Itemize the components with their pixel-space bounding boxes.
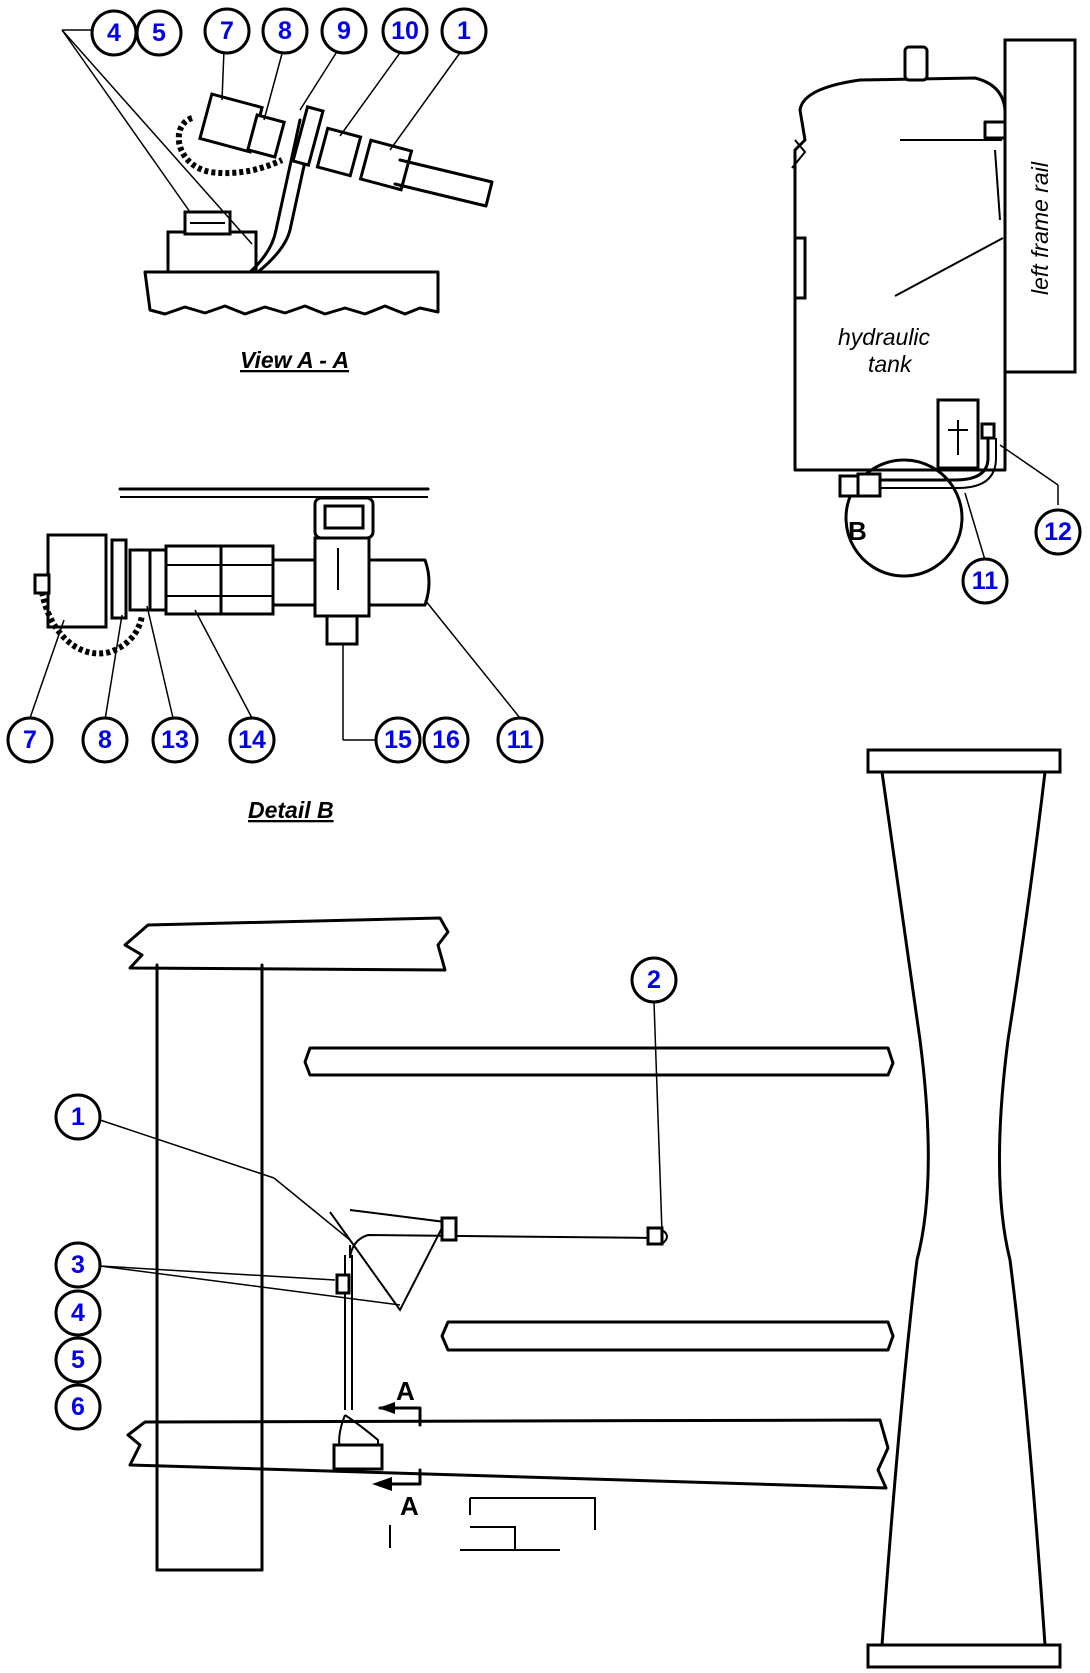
callout-5-main: 5 [54,1336,102,1384]
svg-text:1: 1 [457,17,471,45]
svg-text:10: 10 [391,17,419,45]
svg-text:9: 9 [337,17,351,45]
callout-2-main: 2 [630,956,678,1004]
hydraulic-tank-drawing [791,38,1077,578]
svg-text:1: 1 [71,1103,85,1131]
section-a-marker-bottom: A [400,1491,419,1521]
callout-12-tank: 12 [1034,508,1082,556]
callout-7-view-aa: 7 [203,7,251,55]
callout-7-detail-b: 7 [6,716,54,764]
callout-8-view-aa: 8 [261,7,309,55]
svg-text:15: 15 [384,726,412,754]
svg-text:14: 14 [238,726,266,754]
svg-text:5: 5 [71,1346,85,1374]
callout-15-detail-b: 15 [374,716,422,764]
svg-text:8: 8 [278,17,292,45]
svg-text:3: 3 [71,1251,85,1279]
view-aa-drawing [61,29,494,316]
main-assembly-drawing [99,748,1062,1669]
view-aa-caption: View A - A [240,347,349,373]
svg-text:11: 11 [507,726,534,754]
section-a-marker-top: A [396,1376,415,1406]
svg-text:16: 16 [432,726,460,754]
svg-text:12: 12 [1044,518,1072,546]
callout-1-view-aa: 1 [440,7,488,55]
svg-text:7: 7 [220,17,234,45]
detail-b-caption: Detail B [248,797,334,823]
hydraulic-tank-label-line1: hydraulic [838,324,931,350]
svg-text:5: 5 [152,19,166,47]
callout-9-view-aa: 9 [320,7,368,55]
frame-rail-label: left frame rail [1027,161,1053,295]
detail-b-drawing [29,487,521,741]
callout-6-main: 6 [54,1383,102,1431]
svg-text:2: 2 [647,966,661,994]
callout-16-detail-b: 16 [422,716,470,764]
svg-text:7: 7 [23,726,37,754]
svg-text:4: 4 [107,19,121,47]
callout-11-detail-b: 11 [496,716,544,764]
svg-text:4: 4 [71,1299,85,1327]
callout-14-detail-b: 14 [228,716,276,764]
svg-text:6: 6 [71,1393,85,1421]
callout-5-view-aa: 5 [135,9,183,57]
callout-10-view-aa: 10 [381,7,429,55]
svg-text:11: 11 [972,567,999,595]
svg-text:8: 8 [98,726,112,754]
callout-4-view-aa: 4 [90,9,138,57]
callout-13-detail-b: 13 [151,716,199,764]
callout-8-detail-b: 8 [81,716,129,764]
callout-11-tank: 11 [961,557,1009,605]
detail-b-marker: B [848,516,867,546]
hydraulic-tank-label-line2: tank [868,351,913,377]
svg-text:13: 13 [161,726,189,754]
callout-3-main: 3 [54,1241,102,1289]
callout-4-main: 4 [54,1289,102,1337]
callout-1-main: 1 [54,1093,102,1141]
